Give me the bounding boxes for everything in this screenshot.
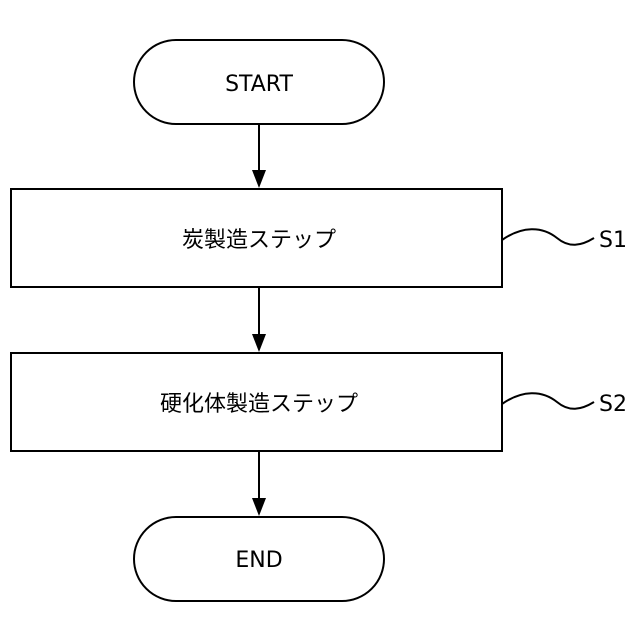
- connector-start-to-s1: [252, 124, 266, 188]
- process-step-s1: 炭製造ステップ: [11, 189, 502, 287]
- arrow-down-icon: [252, 498, 266, 516]
- process-step-s2: 硬化体製造ステップ: [11, 353, 502, 451]
- arrow-down-icon: [252, 170, 266, 188]
- end-terminator: END: [134, 517, 384, 601]
- step-s1-reference: S1: [502, 228, 627, 253]
- step-s2-label: 硬化体製造ステップ: [160, 392, 358, 417]
- step-s1-label: 炭製造ステップ: [182, 228, 336, 253]
- connector-s1-to-s2: [252, 287, 266, 352]
- leader-wave-s2: [502, 393, 594, 409]
- start-terminator: START: [134, 40, 384, 124]
- leader-wave-s1: [502, 229, 594, 245]
- arrow-down-icon: [252, 334, 266, 352]
- start-label: START: [225, 72, 293, 97]
- step-s2-reference: S2: [502, 392, 627, 417]
- step-s2-ref-label: S2: [599, 392, 627, 417]
- step-s1-ref-label: S1: [599, 228, 627, 253]
- connector-s2-to-end: [252, 451, 266, 516]
- end-label: END: [235, 548, 282, 573]
